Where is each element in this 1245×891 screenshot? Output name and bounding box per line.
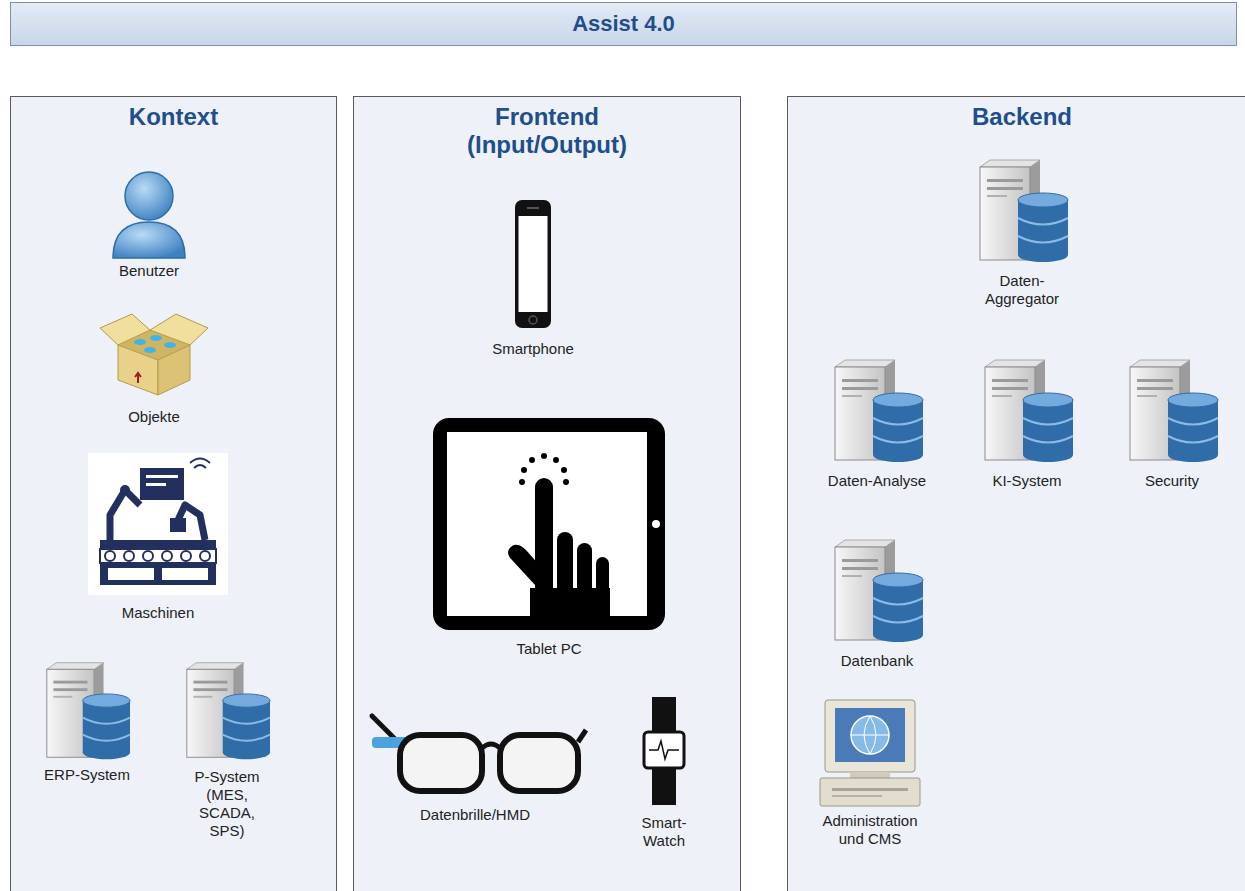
component-label: P-System (MES, SCADA, SPS): [185, 768, 269, 840]
component-item: Security: [1122, 472, 1222, 490]
component-label: Administration und CMS: [814, 812, 926, 848]
component-label: Smartphone: [478, 340, 588, 358]
component-item: KI-System: [977, 472, 1077, 490]
diagram-title: Assist 4.0: [10, 2, 1237, 46]
component-label: Daten-Aggregator: [972, 272, 1072, 308]
component-item: ERP-System: [37, 766, 137, 784]
component-item: Daten-Analyse: [822, 472, 932, 490]
component-label: Daten-Analyse: [822, 472, 932, 490]
component-label: Smart-Watch: [622, 814, 706, 850]
panel: KontextBenutzerObjekteMaschinenERP-Syste…: [10, 96, 337, 891]
component-label: KI-System: [977, 472, 1077, 490]
panel: BackendDaten-AggregatorDaten-Analyse KI-S…: [787, 96, 1245, 891]
component-item: P-System (MES, SCADA, SPS): [185, 768, 269, 840]
component-label: Security: [1122, 472, 1222, 490]
panel-heading: Kontext: [24, 103, 324, 131]
component-label: Objekte: [104, 408, 204, 426]
component-label: ERP-System: [37, 766, 137, 784]
panel: Frontend (Input/Output) SmartphoneTablet …: [353, 96, 741, 891]
component-label: Datenbrille/HMD: [395, 806, 555, 824]
component-item: Benutzer: [99, 262, 199, 280]
component-item: Maschinen: [98, 604, 218, 622]
component-item: Tablet PC: [489, 640, 609, 658]
component-item: Smartphone: [478, 340, 588, 358]
component-label: Benutzer: [99, 262, 199, 280]
component-item: Smart-Watch: [622, 814, 706, 850]
component-item: Daten-Aggregator: [972, 272, 1072, 308]
component-item: Datenbank: [822, 652, 932, 670]
component-label: Tablet PC: [489, 640, 609, 658]
component-item: Administration und CMS: [814, 812, 926, 848]
panel-heading: Backend: [872, 103, 1172, 131]
component-label: Datenbank: [822, 652, 932, 670]
component-item: Objekte: [104, 408, 204, 426]
component-label: Maschinen: [98, 604, 218, 622]
component-item: Datenbrille/HMD: [395, 806, 555, 824]
panel-heading: Frontend (Input/Output): [442, 103, 652, 159]
